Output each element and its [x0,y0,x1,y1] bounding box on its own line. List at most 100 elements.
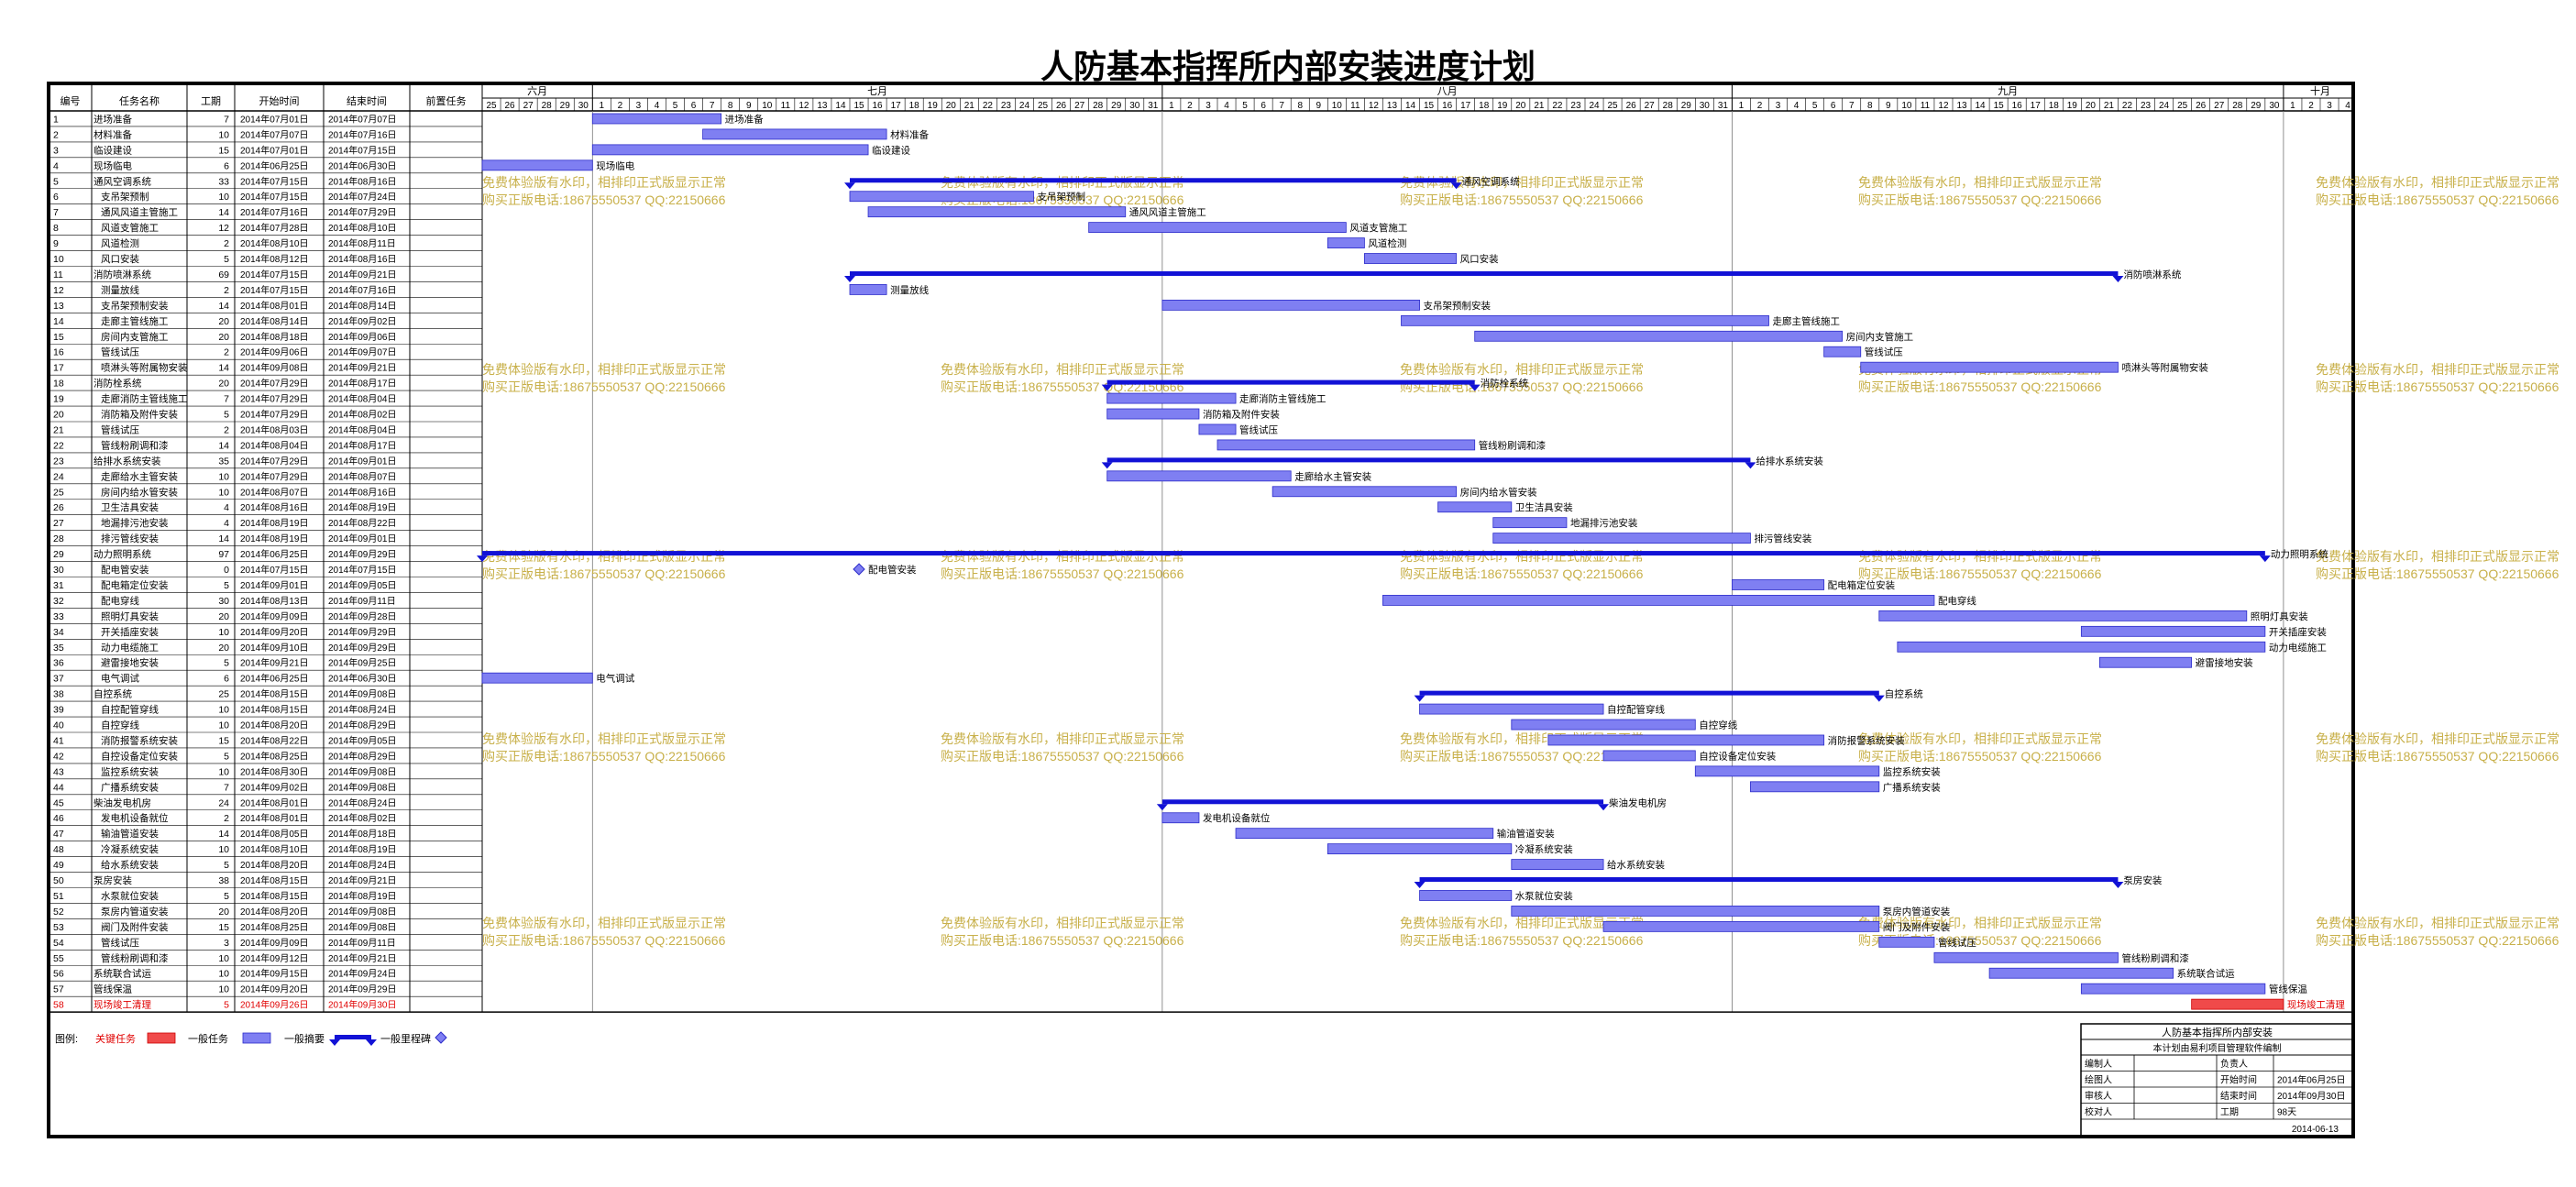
row-start: 2014年07月15日 [240,564,309,576]
task-bar-34 [2080,625,2266,637]
bar-label: 现场临电 [596,159,634,171]
watermark-line-2: 购买正版电话:18675550537 QQ:22150666 [1400,566,1644,581]
day-tick-label: 31 [1718,101,1729,111]
row-id: 45 [53,797,64,808]
row-start: 2014年09月21日 [240,657,309,669]
signoff-cell: 98天 [2277,1108,2296,1118]
row-name: 水泵就位安装 [101,890,159,902]
day-tick-label: 26 [1626,101,1637,111]
row-duration: 20 [218,379,229,390]
row-id: 20 [53,410,64,421]
task-bar-32 [1382,595,1935,606]
row-start: 2014年08月20日 [240,859,309,871]
task-bar-46 [1161,812,1200,824]
row-id: 15 [53,332,64,343]
row-start: 2014年08月07日 [240,486,309,498]
col-header-dur: 工期 [201,95,221,107]
row-start: 2014年07月16日 [240,206,309,218]
day-tick-label: 23 [1001,101,1012,111]
bar-label: 监控系统安装 [1883,765,1941,777]
day-tick-label: 8 [728,101,733,111]
watermark-line-2: 购买正版电话:18675550537 QQ:22150666 [2316,933,2559,948]
day-tick-label: 17 [891,101,902,111]
day-tick-label: 16 [873,101,884,111]
bar-label: 走廊消防主管线施工 [1239,393,1327,405]
summary-cap-right [2112,882,2124,889]
row-id: 58 [53,1000,64,1011]
row-start: 2014年08月05日 [240,828,309,840]
bar-label: 走廊主管线施工 [1773,315,1841,327]
row-end: 2014年08月19日 [328,890,397,902]
signoff-subtitle: 本计划由易利项目管理软件编制 [2153,1042,2282,1054]
summary-cap-right [1469,384,1481,391]
task-bar-36 [2098,656,2193,668]
summary-cap-left [1414,882,1426,889]
day-tick-label: 19 [1497,101,1508,111]
task-bar-19 [1106,392,1237,404]
row-start: 2014年08月01日 [240,797,309,808]
month-label-3: 八月 [1437,86,1458,97]
day-tick-label: 18 [909,101,920,111]
month-label-2: 七月 [867,85,887,97]
row-name: 配电穿线 [101,595,139,607]
row-end: 2014年09月02日 [328,315,397,327]
row-name: 房间内给水管安装 [101,486,178,498]
day-tick-label: 29 [560,101,571,111]
row-duration: 20 [218,332,229,343]
bar-label: 冷凝系统安装 [1515,843,1573,855]
row-start: 2014年07月29日 [240,470,309,482]
row-end: 2014年09月21日 [328,874,397,886]
watermark-line-2: 购买正版电话:18675550537 QQ:22150666 [1400,192,1644,207]
task-bar-44 [1750,781,1880,793]
bar-label: 开关插座安装 [2269,626,2327,638]
row-duration: 4 [224,518,229,529]
bar-label: 测量放线 [890,284,929,296]
day-tick-label: 13 [1387,101,1398,111]
signoff-cell: 校对人 [2085,1106,2112,1118]
task-bar-51 [1419,890,1513,901]
row-duration: 33 [218,176,229,187]
day-tick-label: 28 [1093,101,1104,111]
row-name: 风道检测 [101,237,139,249]
row-end: 2014年09月21日 [328,362,397,374]
row-end: 2014年09月01日 [328,455,397,467]
row-duration: 14 [218,440,229,451]
row-id: 50 [53,875,64,886]
summary-cap-left [1414,695,1426,702]
row-duration: 5 [224,658,229,669]
row-end: 2014年09月05日 [328,579,397,591]
row-start: 2014年09月26日 [240,999,309,1011]
col-header-start: 开始时间 [259,94,300,107]
watermark-line-2: 购买正版电话:18675550537 QQ:22150666 [482,379,726,394]
row-id: 13 [53,301,64,312]
day-tick-label: 24 [1019,101,1030,111]
bar-label: 支吊架预制 [1038,191,1086,203]
row-duration: 5 [224,751,229,762]
row-duration: 7 [224,394,229,405]
row-duration: 20 [218,643,229,654]
bar-label: 支吊架预制安装 [1424,300,1492,312]
row-end: 2014年07月15日 [328,564,397,576]
row-start: 2014年07月07日 [240,128,309,140]
row-id: 46 [53,813,64,824]
row-name: 自控配管穿线 [101,704,159,716]
row-start: 2014年07月15日 [240,175,309,187]
task-bar-58 [2191,998,2284,1010]
watermark-line-2: 购买正版电话:18675550537 QQ:22150666 [1400,933,1644,948]
day-tick-label: 11 [781,101,791,111]
col-header-name: 任务名称 [119,94,160,107]
row-start: 2014年07月15日 [240,269,309,280]
watermark-line-2: 购买正版电话:18675550537 QQ:22150666 [2316,192,2559,207]
task-bar-24 [1106,470,1292,482]
legend-normal-label: 一般任务 [188,1033,228,1045]
row-name: 支吊架预制 [101,191,149,203]
watermark-line-1: 免费体验版有水印，相排印正式版显示正常 [482,916,726,930]
row-start: 2014年08月22日 [240,734,309,746]
row-id: 48 [53,844,64,855]
signoff-cell: 工期 [2220,1107,2239,1118]
day-tick-label: 3 [1205,101,1211,111]
row-id: 39 [53,705,64,716]
signoff-cell: 2014年09月30日 [2277,1090,2346,1102]
row-id: 52 [53,907,64,918]
bar-label: 管线粉刷调和漆 [2121,952,2189,964]
